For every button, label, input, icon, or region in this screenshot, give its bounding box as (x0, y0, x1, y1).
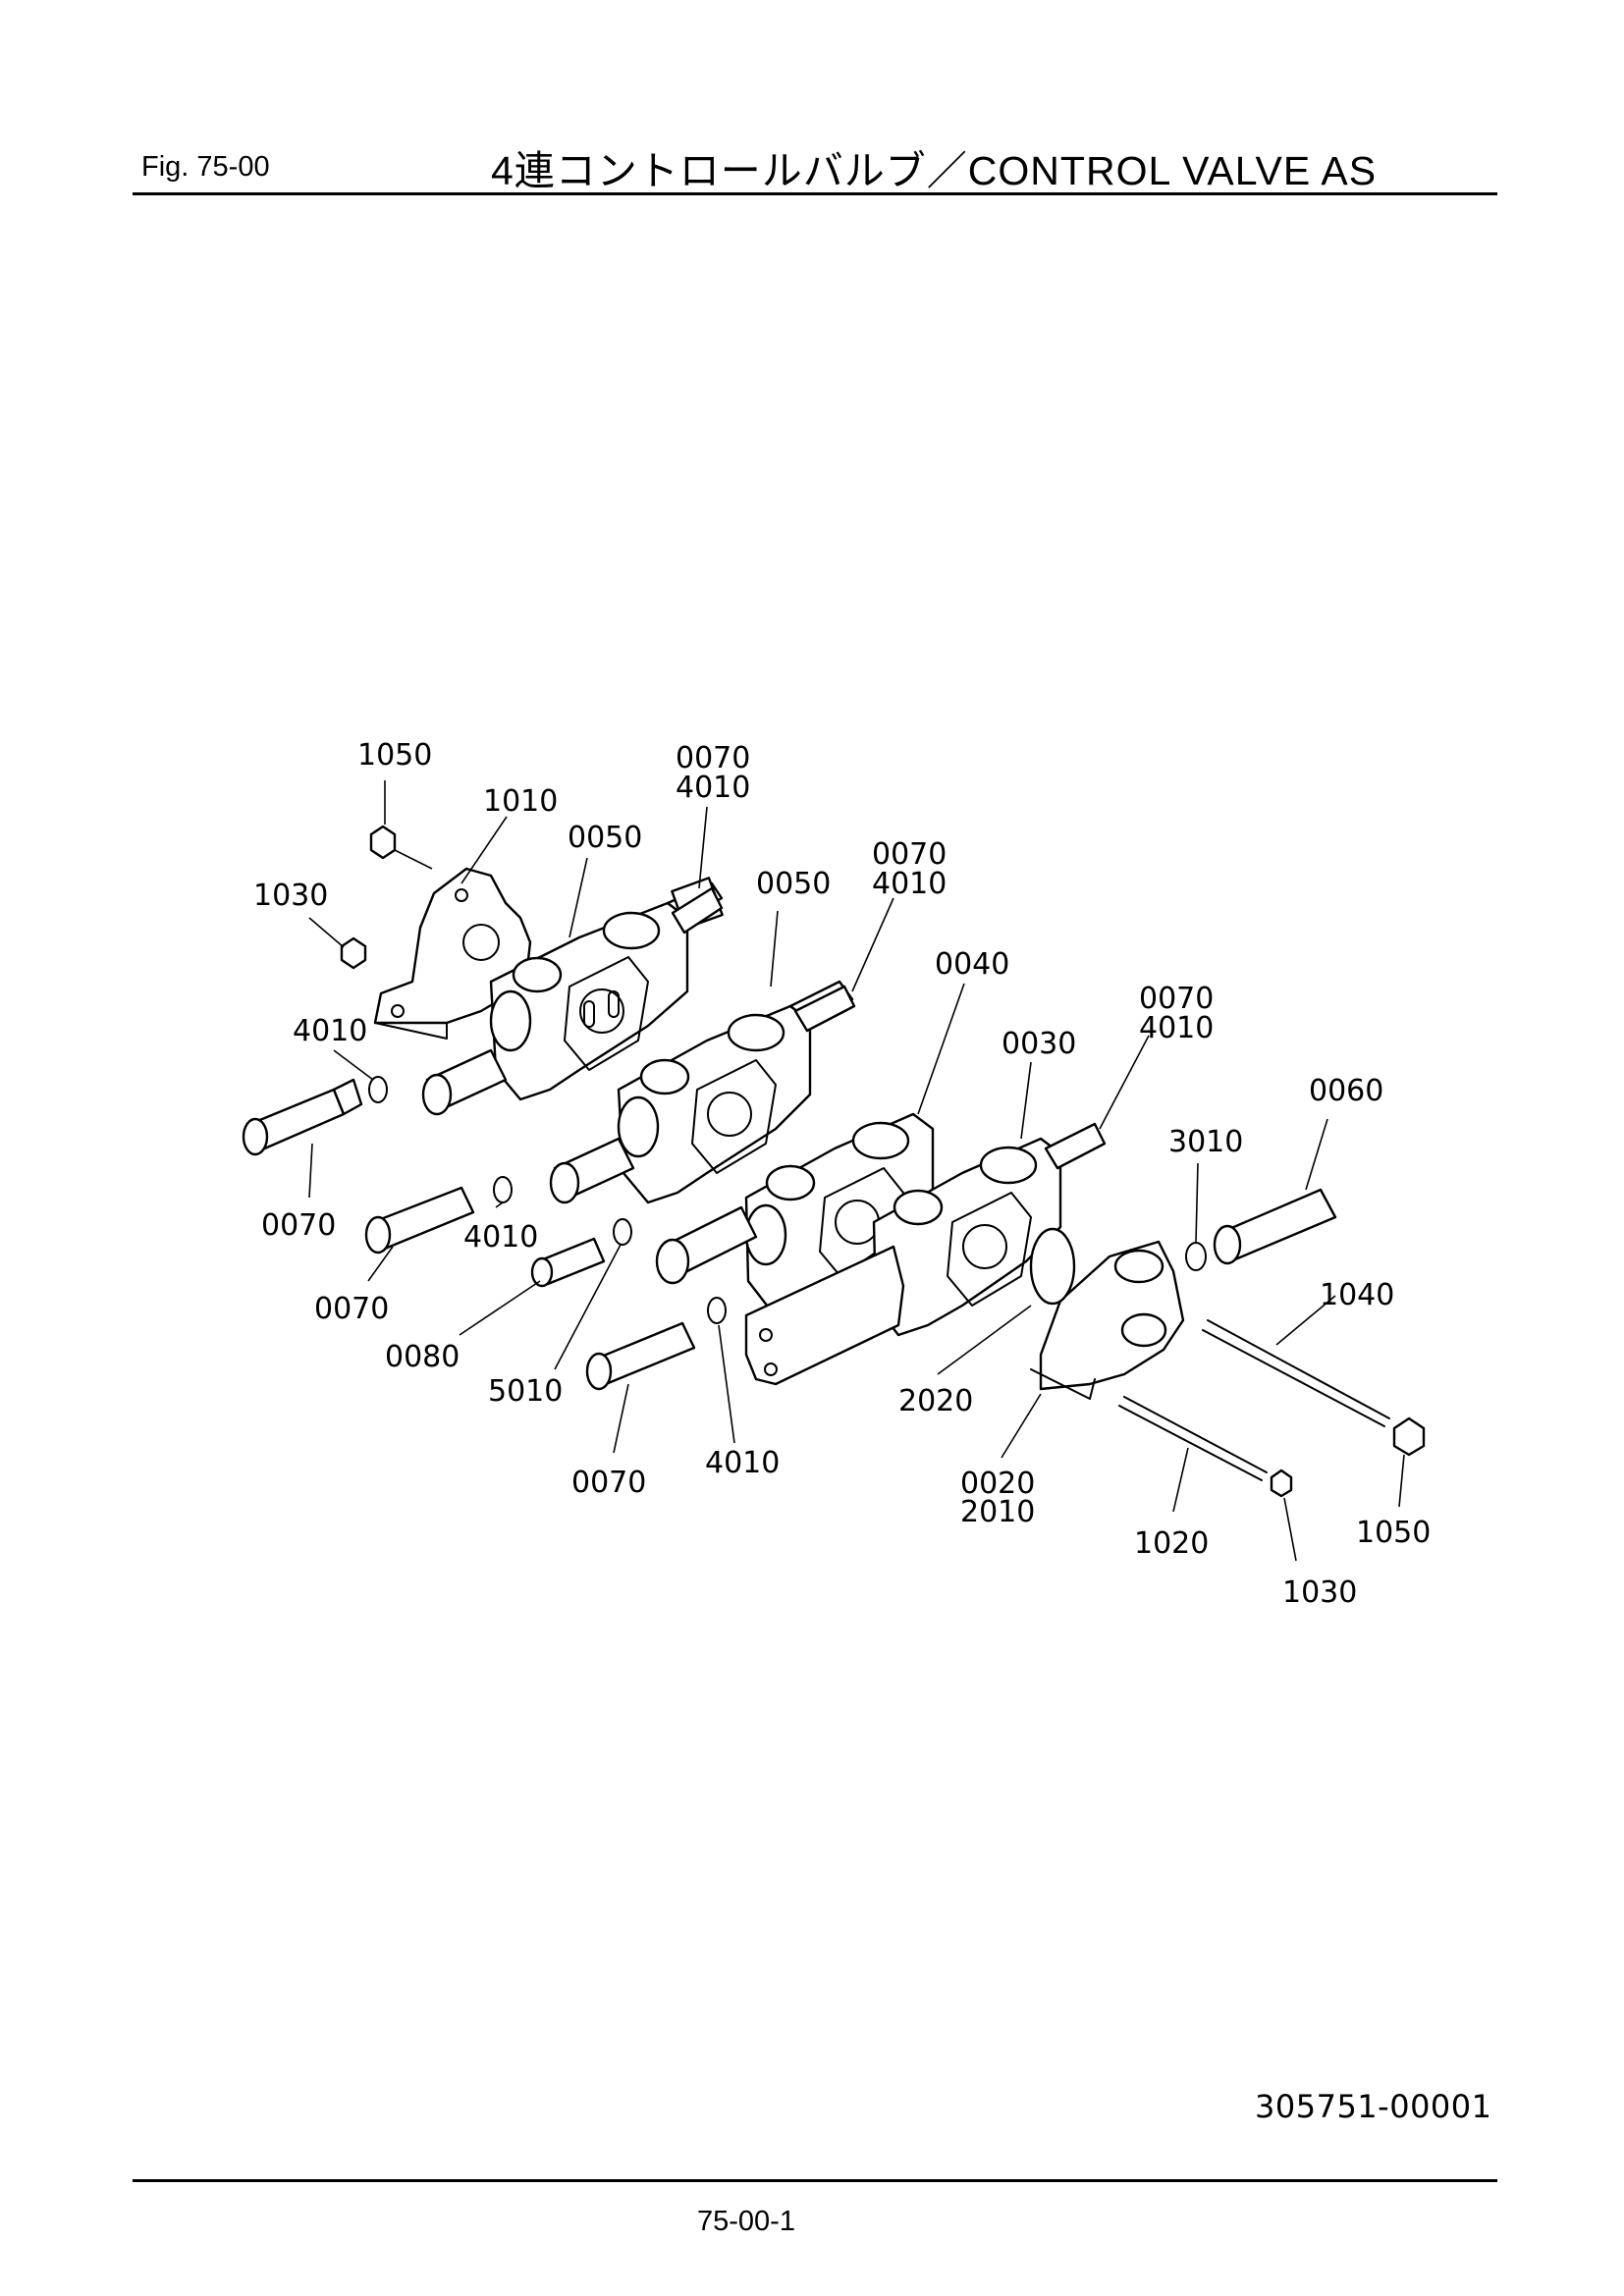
callout-0070-b: 0070 (872, 837, 947, 872)
callout-0070-c: 0070 (1139, 982, 1214, 1016)
cartridge-0060 (1213, 1188, 1337, 1265)
header-rule (133, 192, 1497, 195)
leader-lines (308, 780, 1405, 1562)
callout-1030-top: 1030 (253, 879, 328, 913)
callout-1040: 1040 (1320, 1278, 1394, 1312)
callout-1050-top: 1050 (357, 738, 432, 773)
callout-4010-b: 4010 (872, 867, 947, 901)
o-rings (368, 1076, 1207, 1324)
callout-0070-top: 0070 (676, 741, 750, 775)
callout-5010: 5010 (488, 1374, 563, 1409)
callout-0070-left: 0070 (261, 1208, 336, 1243)
plug-0080 (530, 1237, 606, 1288)
callout-4010-left: 4010 (293, 1014, 367, 1048)
callout-1050-bottom: 1050 (1356, 1516, 1431, 1550)
callout-1020: 1020 (1134, 1526, 1209, 1561)
tie-rods-and-nuts (340, 825, 1426, 1498)
callout-0040: 0040 (935, 947, 1009, 982)
callout-0030: 0030 (1001, 1027, 1076, 1061)
page-title: 4連コントロールバルブ／CONTROL VALVE AS (491, 148, 1378, 193)
callout-4010-top: 4010 (676, 771, 750, 805)
callout-4010-c: 4010 (1139, 1011, 1214, 1045)
footer-rule (133, 2179, 1497, 2182)
cartridge-top-extensions (671, 886, 1107, 1170)
callout-labels: 1050 1010 0050 0070 4010 0070 4010 0050 … (253, 738, 1431, 1610)
figure-number: Fig. 75-00 (141, 151, 270, 183)
callout-1010: 1010 (483, 784, 558, 819)
page-number: 75-00-1 (697, 2206, 795, 2237)
callout-2010: 2010 (960, 1495, 1035, 1529)
callout-0080: 0080 (385, 1340, 460, 1374)
cartridge-0070-mid (364, 1186, 475, 1255)
callout-4010-bottom: 4010 (705, 1446, 780, 1480)
valve-section-fourth (744, 1137, 1062, 1386)
spool-extensions (421, 1048, 758, 1285)
callout-1030-bottom: 1030 (1282, 1575, 1357, 1610)
callout-0050-b: 0050 (756, 867, 831, 901)
inlet-cover-part (1029, 1227, 1185, 1400)
callout-2020: 2020 (898, 1384, 973, 1418)
cartridge-0070-left (242, 1078, 363, 1156)
cartridge-0070-bottom (585, 1321, 696, 1391)
callout-0060: 0060 (1309, 1074, 1383, 1108)
callout-0020: 0020 (960, 1467, 1035, 1501)
callout-0050-a: 0050 (568, 821, 642, 855)
callout-3010: 3010 (1168, 1125, 1243, 1159)
valve-section-second (617, 980, 854, 1204)
valve-section-third (744, 1112, 935, 1312)
document-id: 305751-00001 (1255, 2088, 1492, 2125)
callout-0070-mid: 0070 (314, 1292, 389, 1326)
callout-0070-bottom: 0070 (571, 1466, 646, 1500)
callout-4010-mid: 4010 (463, 1220, 538, 1255)
